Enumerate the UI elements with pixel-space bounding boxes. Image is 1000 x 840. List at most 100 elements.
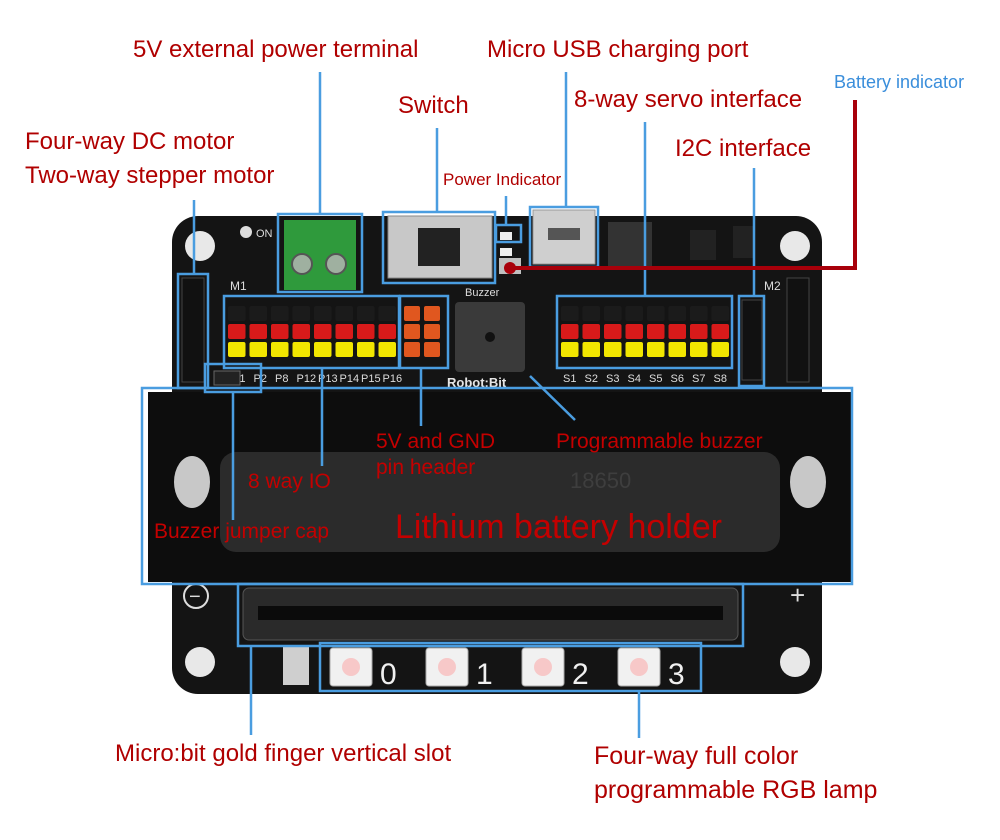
servo-header-pin (668, 324, 686, 339)
rgb-lamp-lens (630, 658, 648, 676)
battery-cell (220, 452, 780, 552)
io-header-pin (314, 324, 332, 339)
servo-header-pin (711, 324, 729, 339)
label-i2c: I2C interface (675, 135, 812, 162)
servo-header-pin (561, 342, 579, 357)
minus-sign: − (189, 586, 201, 608)
on-silk: ON (256, 228, 273, 240)
pin-label: S1 (563, 373, 576, 385)
terminal-screw-2 (325, 253, 347, 275)
pin-label: S6 (671, 373, 684, 385)
servo-header-pin (604, 306, 622, 321)
rgb-lamp-lens (438, 658, 456, 676)
rgb-lamp-number: 0 (380, 658, 397, 691)
io-header-pin (292, 306, 310, 321)
robot-bit-silk: Robot:Bit (447, 375, 507, 390)
io-header-pin (357, 306, 375, 321)
io-header-pin (271, 306, 289, 321)
label-usb-port: Micro USB charging port (487, 36, 749, 63)
servo-header-pin (625, 342, 643, 357)
rgb-side-pins (283, 645, 309, 685)
pin-label: S8 (714, 373, 727, 385)
callout-box-rgb (318, 641, 703, 693)
io-header-pin (378, 306, 396, 321)
io-header-pin (249, 324, 267, 339)
pin-label: S2 (585, 373, 598, 385)
io-header-pin (378, 342, 396, 357)
rgb-lamp-number: 1 (476, 658, 493, 691)
servo-header-pin (561, 324, 579, 339)
i2c-pins (741, 299, 763, 381)
servo-header-block (561, 306, 729, 357)
battery-contact-right (790, 456, 826, 508)
pin-label: S7 (692, 373, 705, 385)
servo-header-pin (604, 324, 622, 339)
label-switch: Switch (398, 92, 469, 119)
io-header-pin (357, 342, 375, 357)
servo-header-pin (647, 324, 665, 339)
servo-header-pin (604, 342, 622, 357)
m1-silk: M1 (230, 279, 247, 293)
plus-sign: + (790, 580, 805, 610)
servo-header-pin (625, 306, 643, 321)
power-led-1 (500, 232, 512, 240)
servo-header-pin (668, 342, 686, 357)
servo-header-pin (625, 324, 643, 339)
pin-label: P8 (275, 373, 288, 385)
ic-regulator (690, 230, 716, 260)
servo-header-pin (582, 306, 600, 321)
servo-header-pin (582, 324, 600, 339)
jumper-cap (213, 370, 241, 386)
power-header-pin (424, 324, 440, 339)
pin-label: S3 (606, 373, 619, 385)
io-header-pin (335, 324, 353, 339)
label-power-terminal: 5V external power terminal (133, 36, 419, 63)
m2-silk: M2 (764, 279, 781, 293)
label-io: 8 way IO (248, 470, 331, 493)
label-rgb-line1: Four-way full color (594, 742, 799, 770)
leader-battery-indicator (510, 100, 857, 270)
rgb-lamp-number: 2 (572, 658, 589, 691)
io-header-pin (271, 324, 289, 339)
power-header-pin (404, 306, 420, 321)
pin-label: S4 (628, 373, 641, 385)
io-pin-labels: P1P2P8P12P13P14P15P16 (232, 373, 402, 385)
motor-pins-left (181, 277, 205, 383)
servo-header-pin (690, 324, 708, 339)
on-marker-dot (240, 226, 252, 238)
pin-label: P15 (361, 373, 381, 385)
buzzer-silk: Buzzer (465, 287, 500, 299)
power-header-pin (404, 342, 420, 357)
pin-label: P14 (340, 373, 360, 385)
io-header-pin (314, 306, 332, 321)
label-power-indicator: Power Indicator (443, 170, 562, 189)
servo-header-pin (668, 306, 686, 321)
mount-hole-tl (185, 231, 215, 261)
power-terminal-block (284, 220, 356, 290)
mount-hole-bl (185, 647, 215, 677)
callout-box-switch (381, 210, 497, 285)
io-header-pin (292, 342, 310, 357)
motor-pins-right (786, 277, 810, 383)
servo-header-pin (690, 306, 708, 321)
terminal-screw-1 (291, 253, 313, 275)
io-header-pin (228, 324, 246, 339)
io-header-pin (292, 324, 310, 339)
io-header-pin (228, 306, 246, 321)
io-header-pin (335, 306, 353, 321)
callout-box-pin-header (398, 294, 450, 370)
callout-box-power-indicator (494, 223, 523, 244)
callout-box-slot (236, 582, 745, 648)
label-buzzer: Programmable buzzer (556, 430, 763, 453)
microbit-slot-opening (258, 606, 723, 620)
ic-diode (733, 226, 755, 258)
rgb-lamp-lens (534, 658, 552, 676)
rgb-lamp-number: 3 (668, 658, 685, 691)
label-pin-header-line2: pin header (376, 456, 476, 479)
label-battery-holder: Lithium battery holder (395, 508, 722, 546)
servo-header-pin (711, 306, 729, 321)
label-battery-indicator: Battery indicator (834, 72, 965, 92)
servo-header-pin (711, 342, 729, 357)
label-pin-header-line1: 5V and GND (376, 430, 496, 453)
